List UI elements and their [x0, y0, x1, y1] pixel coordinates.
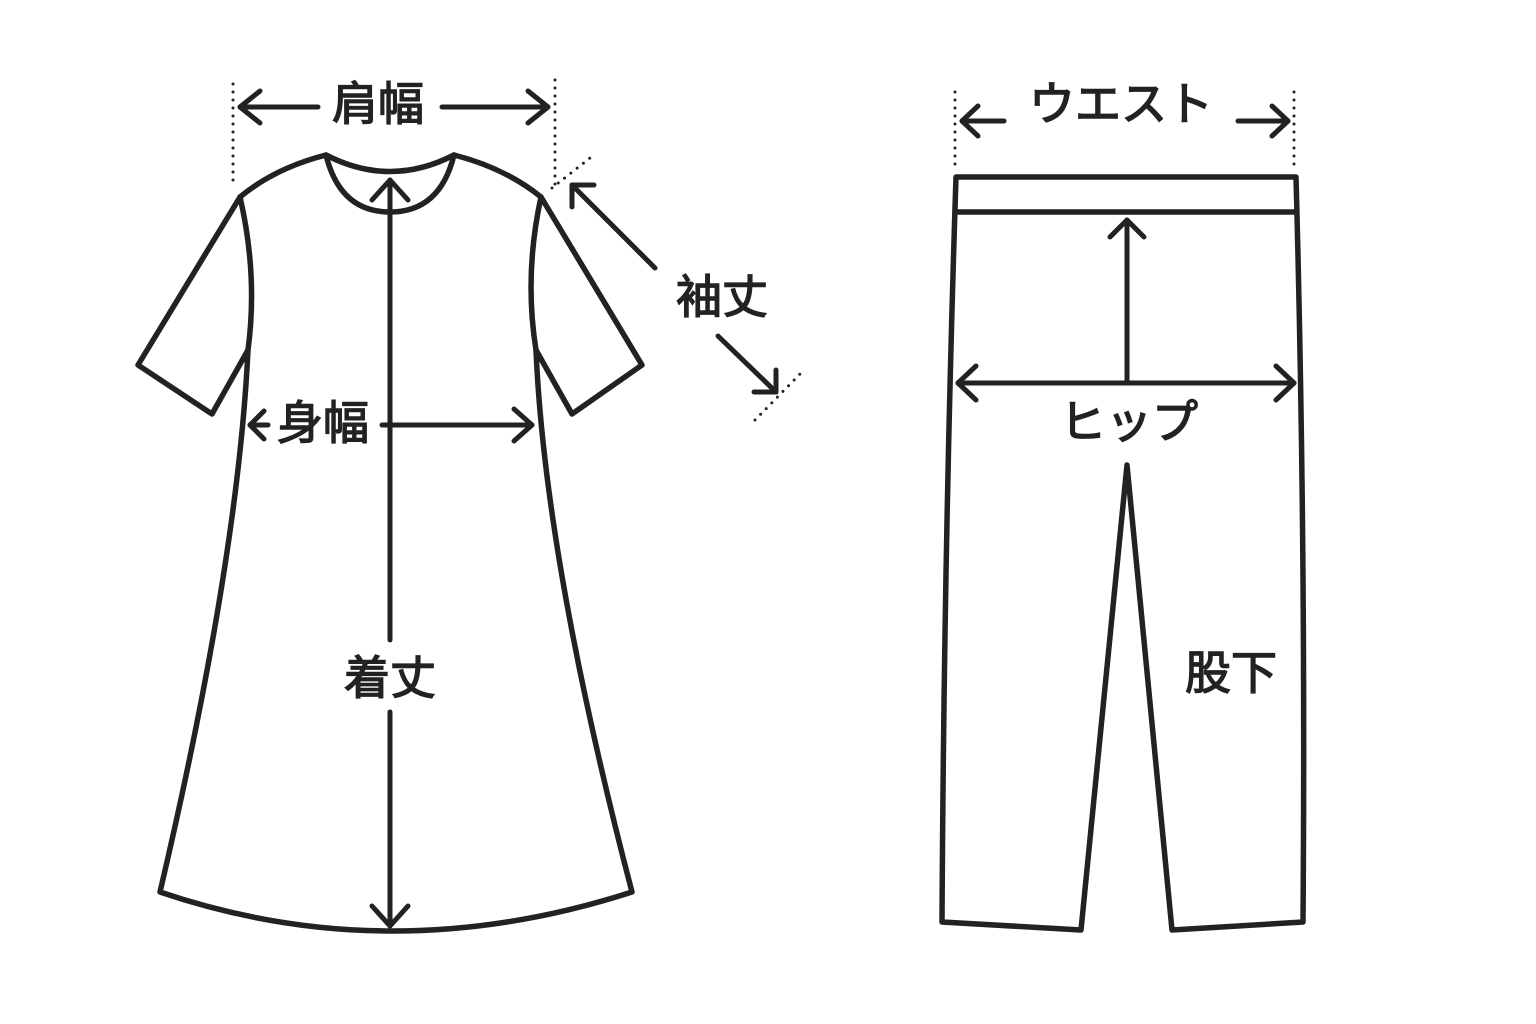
sleeve-length-arrowhead-lower [751, 367, 779, 395]
dress-labels: 肩幅 袖丈 身幅 着丈 [277, 77, 768, 706]
body-width-label: 身幅 [277, 396, 369, 450]
hip-arrowhead-right [1273, 363, 1297, 403]
sleeve-top-guide [550, 156, 592, 190]
waist-arrowhead-left [959, 103, 981, 139]
dress-arrows [237, 88, 779, 929]
rise-arrowhead [1107, 217, 1147, 240]
dress-guides [231, 78, 802, 422]
dress-illustration [135, 152, 645, 934]
dress-outline [135, 152, 645, 934]
dress-neckline [323, 152, 457, 175]
sleeve-length-label: 袖丈 [676, 270, 768, 324]
body-width-arrowhead-left [247, 408, 267, 442]
total-length-label-bg [336, 648, 444, 706]
body-width-arrowhead-right [511, 406, 535, 444]
dress-right-armhole [528, 194, 544, 353]
shoulder-width-arrowhead-left [237, 88, 263, 126]
pants-outline [939, 174, 1307, 933]
sleeve-length-arrow-upper [569, 182, 658, 271]
shoulder-width-label: 肩幅 [332, 77, 424, 131]
waist-arrowhead-right [1269, 103, 1291, 139]
sleeve-length-arrow-lower [715, 333, 779, 395]
total-length-arrowhead-upper [369, 177, 411, 203]
hip-label: ヒップ [1060, 395, 1198, 449]
dress-left-armhole [237, 194, 255, 353]
total-length-label: 着丈 [344, 651, 436, 705]
total-length-arrowhead-lower [369, 903, 411, 929]
sleeve-bottom-guide [753, 372, 802, 422]
pants-illustration [939, 174, 1307, 933]
shoulder-width-arrowhead-right [525, 88, 551, 126]
pants-labels: ウエスト ヒップ 股下 [1029, 77, 1277, 700]
pants-arrows [955, 103, 1297, 403]
hip-arrowhead-left [955, 363, 979, 403]
pants-guides [953, 90, 1296, 174]
sleeve-length-arrowhead-upper [569, 182, 597, 210]
inseam-label: 股下 [1185, 646, 1277, 700]
waist-label: ウエスト [1029, 77, 1213, 131]
